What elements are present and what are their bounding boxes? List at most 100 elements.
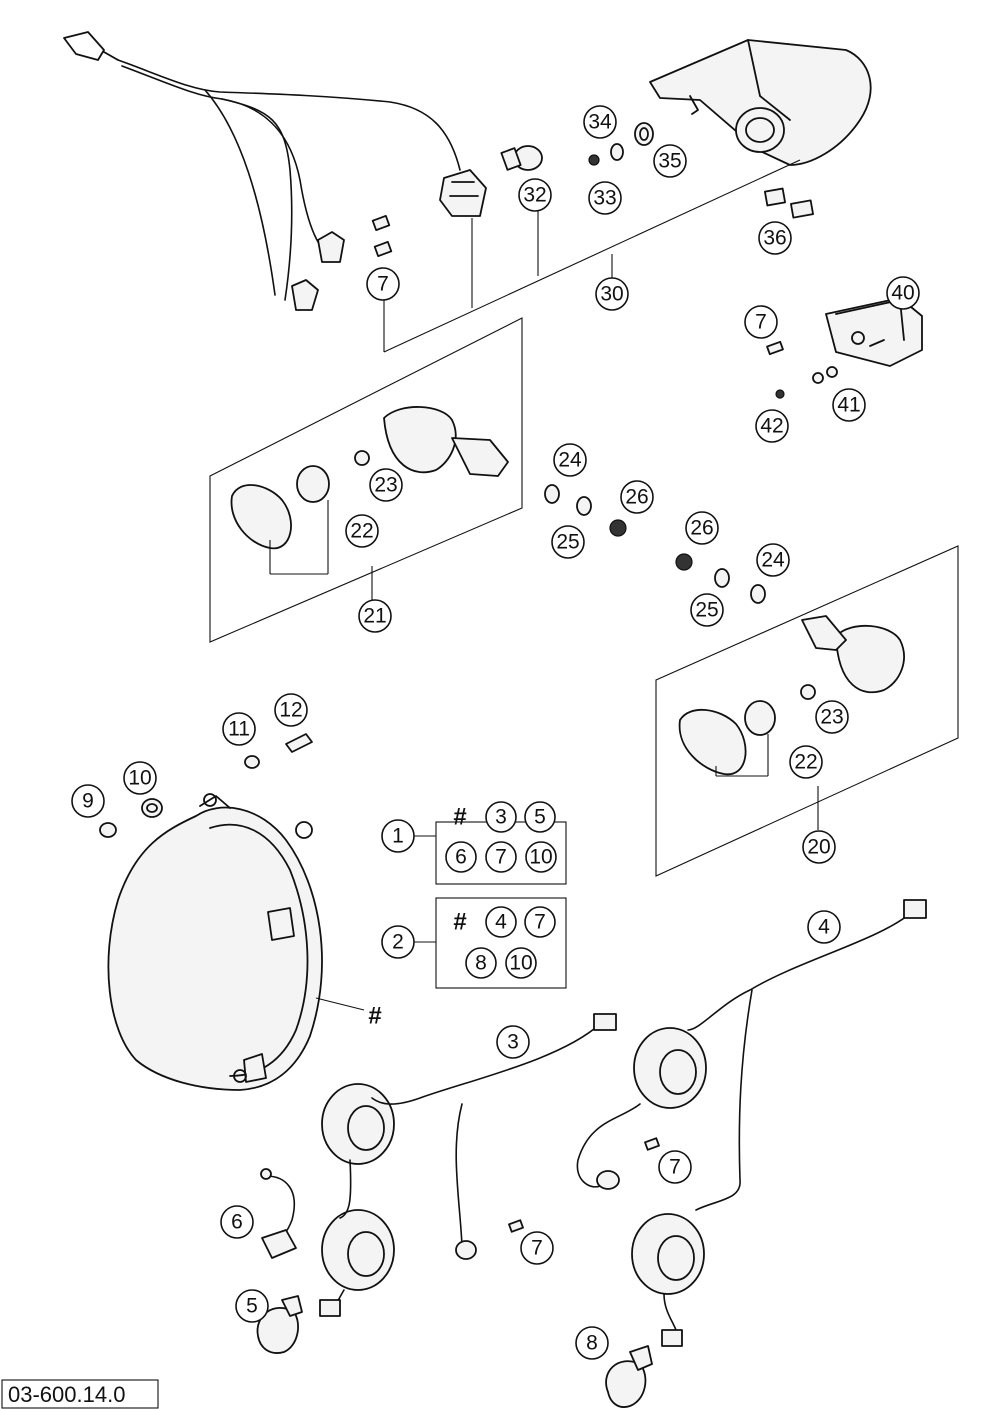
callouts: 34 35 32 33 36 7 30 40 7 41 42 23 24 26 … <box>71 105 920 1360</box>
svg-text:3: 3 <box>507 1031 519 1054</box>
callout-7-top: 7 <box>366 267 400 301</box>
document-number-box: 03-600.14.0 <box>1 1379 159 1409</box>
callout-11: 11 <box>222 712 256 746</box>
tail-light-housing <box>649 39 872 166</box>
svg-text:32: 32 <box>523 184 546 207</box>
svg-text:7: 7 <box>755 311 767 334</box>
indicator-left <box>209 317 523 643</box>
svg-text:7: 7 <box>377 273 389 296</box>
callout-3: 3 <box>496 1025 530 1059</box>
callout-12: 12 <box>274 693 308 727</box>
headlight-bulbs <box>256 1168 303 1354</box>
callout-40: 40 <box>886 276 920 310</box>
headlight-fasteners <box>99 733 313 838</box>
svg-text:34: 34 <box>588 111 612 134</box>
svg-text:4: 4 <box>818 916 830 939</box>
svg-text:22: 22 <box>794 751 817 774</box>
kit-1-contents: # 3 5 6 7 10 <box>445 801 557 873</box>
pads <box>764 187 814 219</box>
svg-text:23: 23 <box>820 706 843 729</box>
callout-24-right: 24 <box>756 543 790 577</box>
callout-1: 1 <box>381 819 415 853</box>
callout-9: 9 <box>71 784 105 818</box>
kit-1-item-3: 3 <box>485 801 517 833</box>
svg-text:9: 9 <box>82 790 94 813</box>
svg-text:7: 7 <box>531 1237 543 1260</box>
svg-text:25: 25 <box>556 531 579 554</box>
kit-2-box <box>414 897 567 989</box>
callout-10-left: 10 <box>123 761 157 795</box>
svg-text:26: 26 <box>690 517 713 540</box>
svg-text:7: 7 <box>534 911 546 934</box>
callout-2: 2 <box>381 925 415 959</box>
callout-20: 20 <box>802 830 836 864</box>
callout-42: 42 <box>755 409 789 443</box>
kit-1-item-7: 7 <box>485 841 517 873</box>
callout-25-right: 25 <box>690 593 724 627</box>
svg-text:20: 20 <box>807 836 830 859</box>
callout-4: 4 <box>807 910 841 944</box>
callout-22-left: 22 <box>345 514 379 548</box>
svg-text:7: 7 <box>495 846 507 869</box>
callout-7-lower-mid: 7 <box>520 1231 554 1265</box>
indicator-right <box>655 545 959 877</box>
svg-text:4: 4 <box>495 911 507 934</box>
kit-2-contents: # 4 7 8 10 <box>453 906 556 979</box>
callout-7-right: 7 <box>744 305 778 339</box>
svg-text:8: 8 <box>475 952 487 975</box>
callout-22-right: 22 <box>789 745 823 779</box>
svg-text:24: 24 <box>558 449 582 472</box>
svg-text:10: 10 <box>128 767 151 790</box>
leaders-top <box>383 159 801 353</box>
svg-text:6: 6 <box>455 846 467 869</box>
svg-text:22: 22 <box>350 520 373 543</box>
svg-text:40: 40 <box>891 282 914 305</box>
callout-32: 32 <box>518 178 552 212</box>
kit-1-hash: # <box>453 804 466 831</box>
document-number: 03-600.14.0 <box>8 1382 125 1407</box>
svg-text:12: 12 <box>279 699 302 722</box>
kit-1-item-6: 6 <box>445 841 477 873</box>
indicator-fasteners-center <box>544 484 766 604</box>
svg-text:10: 10 <box>529 846 552 869</box>
svg-text:5: 5 <box>246 1295 258 1318</box>
svg-text:5: 5 <box>534 806 546 829</box>
svg-text:26: 26 <box>625 486 648 509</box>
callout-34: 34 <box>583 105 617 139</box>
svg-text:36: 36 <box>763 227 786 250</box>
callout-25-left: 25 <box>551 525 585 559</box>
callout-5: 5 <box>235 1289 269 1323</box>
svg-text:6: 6 <box>231 1211 243 1234</box>
svg-text:1: 1 <box>392 825 404 848</box>
callout-26-right: 26 <box>685 511 719 545</box>
kit-2-item-8: 8 <box>465 947 497 979</box>
svg-text:11: 11 <box>228 718 250 741</box>
svg-text:3: 3 <box>495 806 507 829</box>
headlight-hash-label: # <box>368 1003 381 1030</box>
svg-text:30: 30 <box>600 283 623 306</box>
svg-text:2: 2 <box>392 931 404 954</box>
svg-text:42: 42 <box>760 415 783 438</box>
callout-7-lower-right: 7 <box>658 1150 692 1184</box>
wiring-harness-top <box>63 31 487 311</box>
callout-36: 36 <box>758 221 792 255</box>
svg-text:7: 7 <box>669 1156 681 1179</box>
svg-text:35: 35 <box>658 150 681 173</box>
fasteners-top <box>588 122 654 166</box>
headlight-assembly <box>107 793 365 1091</box>
svg-text:10: 10 <box>509 952 532 975</box>
license-plate-light <box>766 297 923 399</box>
svg-text:23: 23 <box>374 474 397 497</box>
callout-23-right: 23 <box>815 700 849 734</box>
svg-text:8: 8 <box>586 1332 598 1355</box>
callout-33: 33 <box>588 181 622 215</box>
callout-41: 41 <box>832 388 866 422</box>
tail-bulb <box>500 145 543 171</box>
svg-text:33: 33 <box>593 187 616 210</box>
svg-text:21: 21 <box>363 605 386 628</box>
harness-3 <box>319 1013 617 1317</box>
kit-2-hash: # <box>453 909 466 936</box>
svg-text:25: 25 <box>695 599 718 622</box>
svg-text:24: 24 <box>761 549 785 572</box>
callout-30: 30 <box>595 277 629 311</box>
